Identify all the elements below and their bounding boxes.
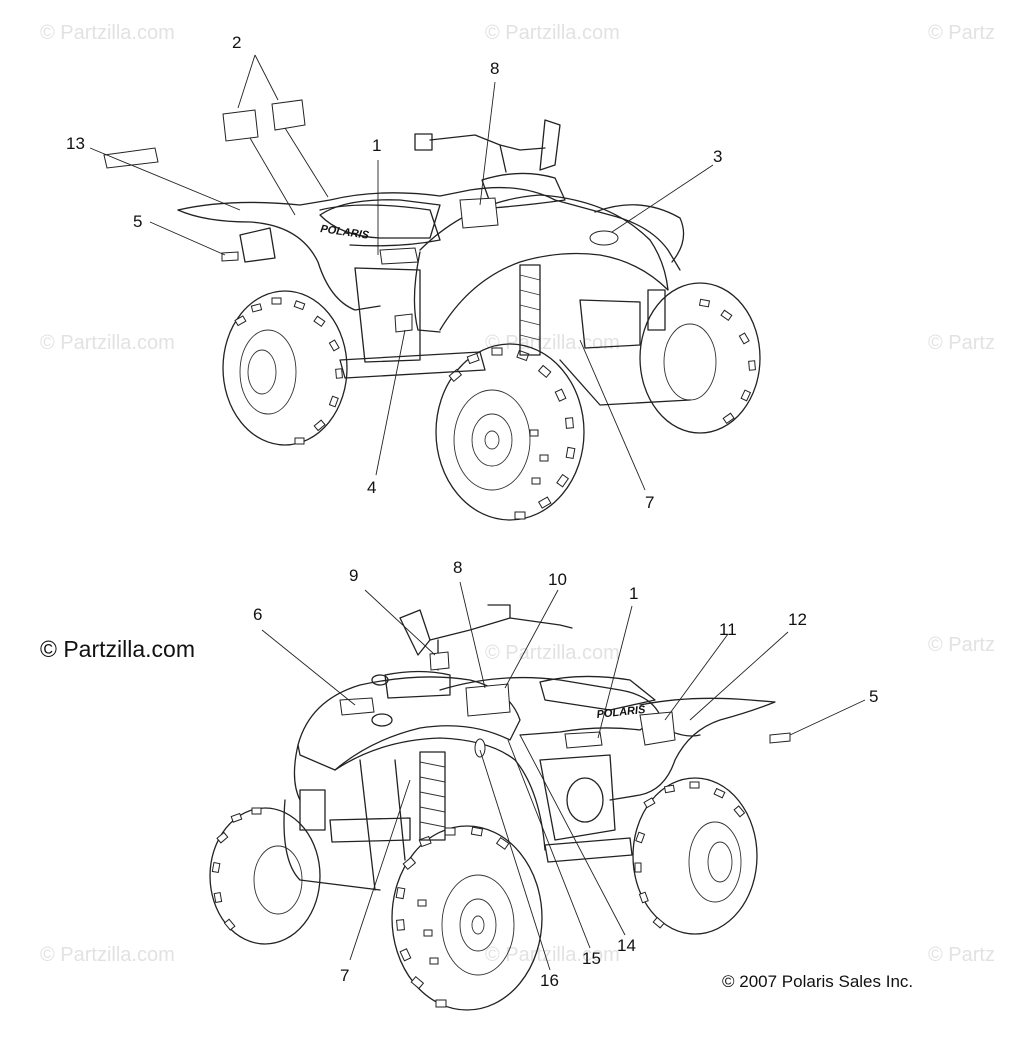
decal-3 bbox=[589, 230, 619, 246]
polaris-logo: POLARIS bbox=[320, 223, 371, 242]
decal-9 bbox=[429, 651, 450, 671]
callout-1: 1 bbox=[629, 584, 639, 603]
atv-rear-view-drawing: POLARIS bbox=[89, 54, 761, 521]
callout-1: 1 bbox=[372, 136, 382, 155]
callout-7: 7 bbox=[340, 966, 350, 985]
callout-3: 3 bbox=[713, 147, 723, 166]
partzilla-watermark: © Partzilla.com bbox=[40, 636, 195, 662]
decal-8 bbox=[459, 197, 499, 229]
watermark: © Partz bbox=[928, 634, 995, 656]
callout-6: 6 bbox=[253, 605, 263, 624]
callout-4: 4 bbox=[367, 478, 377, 497]
copyright-notice: © 2007 Polaris Sales Inc. bbox=[722, 972, 914, 991]
watermark: © Partzilla.com bbox=[40, 22, 175, 44]
decal-13 bbox=[103, 147, 159, 169]
watermark: © Partzilla.com bbox=[40, 332, 175, 354]
watermark: © Partz bbox=[928, 22, 995, 44]
decal-6 bbox=[339, 697, 375, 716]
decal-2b bbox=[271, 99, 306, 131]
callout-8: 8 bbox=[490, 59, 500, 78]
watermark: © Partzilla.com bbox=[485, 22, 620, 44]
decal-1 bbox=[564, 731, 603, 749]
callout-11: 11 bbox=[719, 620, 737, 639]
polaris-logo: POLARIS bbox=[596, 704, 647, 721]
decal-4 bbox=[394, 313, 413, 333]
decal-1 bbox=[379, 247, 419, 265]
callout-5: 5 bbox=[133, 212, 143, 231]
callout-7: 7 bbox=[645, 493, 655, 512]
callout-9: 9 bbox=[349, 566, 359, 585]
callout-15: 15 bbox=[582, 949, 601, 968]
atv-front-view-drawing: POLARIS bbox=[209, 581, 866, 1011]
decal-16 bbox=[474, 738, 486, 758]
watermark: © Partzilla.com bbox=[485, 944, 620, 966]
decal-8 bbox=[465, 683, 511, 717]
watermark: © Partzilla.com bbox=[485, 642, 620, 664]
callout-16: 16 bbox=[540, 971, 559, 990]
callout-14: 14 bbox=[617, 936, 636, 955]
callout-13: 13 bbox=[66, 134, 85, 153]
callout-2: 2 bbox=[232, 33, 242, 52]
watermark: © Partz bbox=[928, 944, 995, 966]
decal-11-12 bbox=[639, 711, 676, 746]
watermark: © Partz bbox=[928, 332, 995, 354]
decal-5 bbox=[769, 732, 791, 744]
callout-5: 5 bbox=[869, 687, 879, 706]
callout-12: 12 bbox=[788, 610, 807, 629]
watermark: © Partzilla.com bbox=[40, 944, 175, 966]
decal-2a bbox=[222, 109, 259, 142]
callout-10: 10 bbox=[548, 570, 567, 589]
decal-5 bbox=[221, 251, 239, 262]
callout-8: 8 bbox=[453, 558, 463, 577]
